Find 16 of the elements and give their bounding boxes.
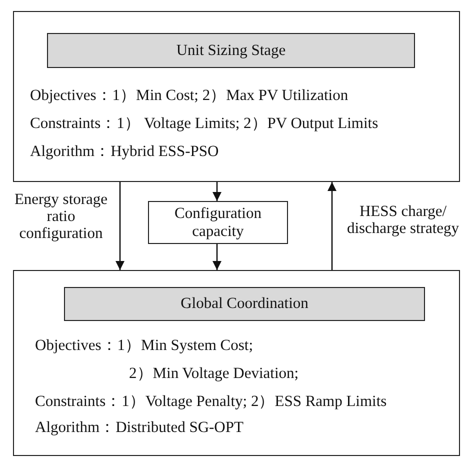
process-box: Configuration capacity xyxy=(148,201,288,244)
arrow xyxy=(212,182,222,201)
spec-text: Algorithm：Distributed SG-OPT xyxy=(35,419,244,437)
spec-text: 2）Min Voltage Deviation; xyxy=(129,365,299,383)
spec-text: Algorithm：Hybrid ESS-PSO xyxy=(30,143,219,161)
spec-text: Constraints：1） Voltage Limits; 2）PV Output Limits xyxy=(30,115,378,133)
spec-text: Objectives：1）Min Cost; 2）Max PV Utilization xyxy=(30,87,348,105)
arrow xyxy=(212,244,222,270)
arrow xyxy=(116,182,124,270)
spec-text: Objectives：1）Min System Cost; xyxy=(35,337,253,355)
stage-panel xyxy=(13,11,460,182)
stage-panel xyxy=(13,270,460,456)
spec-text: Constraints：1）Voltage Penalty; 2）ESS Ramp Limits xyxy=(35,393,387,411)
arrow xyxy=(328,182,336,270)
stage-header-band: Unit Sizing Stage xyxy=(47,33,415,68)
stage-header-band: Global Coordination xyxy=(64,287,425,321)
